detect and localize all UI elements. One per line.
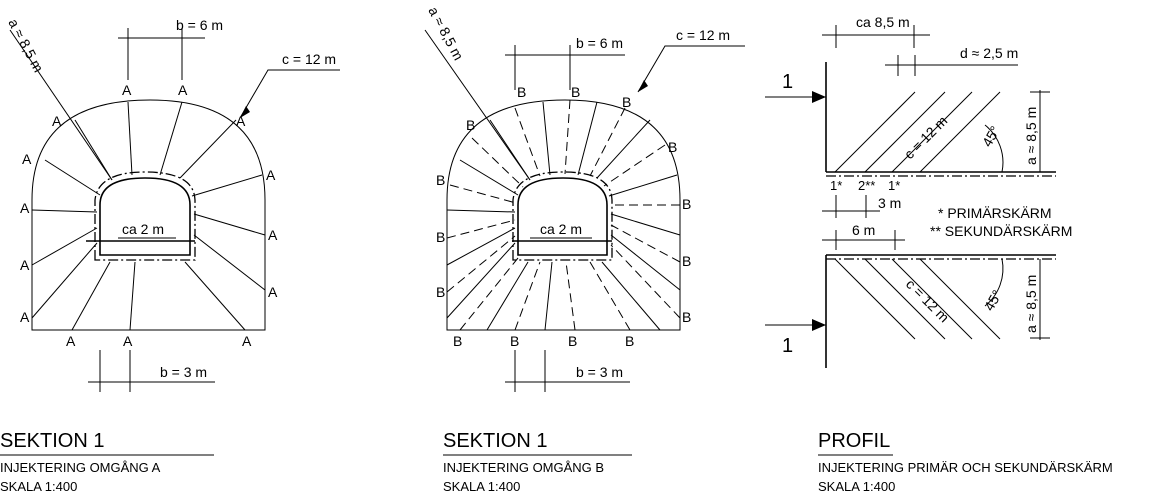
marker: B xyxy=(436,229,445,245)
marker: B xyxy=(466,117,475,133)
section-a-grout-line xyxy=(94,171,196,261)
marker: B xyxy=(682,253,691,269)
profile-title: PROFIL xyxy=(818,430,890,452)
marker: B xyxy=(571,84,580,100)
profile-angle-arc-lower xyxy=(984,258,1004,307)
profile-lower-holes xyxy=(834,258,1001,340)
profile-legend-primary: * PRIMÄRSKÄRM xyxy=(938,205,1052,221)
profile-angle-arc-upper xyxy=(984,124,1004,173)
profile-mark: 1* xyxy=(830,178,842,193)
profile-dim-d: d ≈ 2,5 m xyxy=(960,45,1018,61)
marker: A xyxy=(242,333,252,349)
section-b-dim-c: c = 12 m xyxy=(676,27,730,43)
marker: A xyxy=(20,257,30,273)
marker: A xyxy=(52,113,62,129)
section-a-dim-b-bottom: b = 3 m xyxy=(160,364,207,380)
profile-mark: 1* xyxy=(888,178,900,193)
section-a-boreholes xyxy=(31,101,266,331)
marker: B xyxy=(682,196,691,212)
section-b-markers: B B B B B B B B B B B B B B B xyxy=(436,84,691,349)
section-b-dim-b-bottom: b = 3 m xyxy=(576,364,623,380)
profile-scale: SKALA 1:400 xyxy=(818,479,895,494)
section-a-dim-a: a ≈ 8,5 m xyxy=(5,16,46,75)
section-b-dim-inner: ca 2 m xyxy=(540,221,582,237)
section-a-panel: A A A A A A A A A A A A A A a ≈ 8,5 m b … xyxy=(0,16,340,494)
marker: A xyxy=(266,167,276,183)
profile-angle-lower: 45° xyxy=(981,287,1005,313)
section-a-scale: SKALA 1:400 xyxy=(0,479,77,494)
section-a-dim-c: c = 12 m xyxy=(282,51,336,67)
profile-section-marker-lower: 1 xyxy=(782,335,793,357)
section-a-outer-contour xyxy=(31,99,266,331)
marker: B xyxy=(436,284,445,300)
marker: A xyxy=(22,151,32,167)
section-b-outer-contour xyxy=(446,99,681,331)
marker: A xyxy=(268,227,278,243)
marker: B xyxy=(682,309,691,325)
marker: A xyxy=(123,333,133,349)
marker: A xyxy=(268,284,278,300)
marker: A xyxy=(122,82,132,98)
section-a-title: SEKTION 1 xyxy=(0,430,104,452)
section-a-dim-b-top: b = 6 m xyxy=(176,17,223,33)
marker: A xyxy=(236,113,246,129)
section-a-subtitle: INJEKTERING OMGÅNG A xyxy=(0,460,161,475)
section-b-tunnel-contour xyxy=(517,177,608,256)
marker: B xyxy=(625,333,634,349)
profile-mark: 2** xyxy=(858,178,875,193)
section-b-title: SEKTION 1 xyxy=(443,430,547,452)
section-b-panel: B B B B B B B B B B B B B B B a ≈ 8,5 m … xyxy=(424,4,745,494)
section-b-dim-c-leader xyxy=(637,45,745,93)
section-a-dim-a-leader xyxy=(9,29,113,181)
profile-legend-secondary: ** SEKUNDÄRSKÄRM xyxy=(930,223,1072,239)
marker: B xyxy=(668,139,677,155)
profile-dim-6m: 6 m xyxy=(852,222,875,238)
profile-subtitle: INJEKTERING PRIMÄR OCH SEKUNDÄRSKÄRM xyxy=(818,460,1113,475)
section-b-subtitle: INJEKTERING OMGÅNG B xyxy=(443,460,604,475)
section-a-tunnel-contour xyxy=(99,177,191,256)
profile-panel: 1 1 ca 8,5 m d ≈ 2,5 m c = 12 m c = 12 m… xyxy=(765,14,1113,494)
section-b-dim-a: a ≈ 8,5 m xyxy=(425,4,466,63)
profile-dim-a-lower: a ≈ 8,5 m xyxy=(1023,275,1039,333)
section-b-dim-a-leader xyxy=(424,29,531,181)
section-b-dim-b-top: b = 6 m xyxy=(576,35,623,51)
section-a-dim-inner: ca 2 m xyxy=(122,221,164,237)
profile-dim-top: ca 8,5 m xyxy=(856,14,910,30)
profile-dim-c-upper: c = 12 m xyxy=(901,113,951,163)
profile-dim-c-lower: c = 12 m xyxy=(903,276,953,326)
profile-dim-3m: 3 m xyxy=(878,195,901,211)
marker: B xyxy=(436,172,445,188)
profile-dim-a-upper: a ≈ 8,5 m xyxy=(1023,107,1039,165)
marker: B xyxy=(568,333,577,349)
marker: B xyxy=(453,333,462,349)
marker: B xyxy=(517,84,526,100)
marker: B xyxy=(622,94,631,110)
section-b-scale: SKALA 1:400 xyxy=(443,479,520,494)
profile-section-marker-upper: 1 xyxy=(782,71,793,93)
section-b-secondary-holes xyxy=(446,99,681,331)
section-a-dim-c-leader xyxy=(239,69,340,119)
marker: A xyxy=(178,82,188,98)
marker: A xyxy=(20,200,30,216)
marker: A xyxy=(66,333,76,349)
section-b-grout-line xyxy=(512,171,613,261)
section-b-primary-holes xyxy=(446,101,681,331)
section-a-markers: A A A A A A A A A A A A A A xyxy=(20,82,278,349)
marker: A xyxy=(20,309,30,325)
marker: B xyxy=(510,333,519,349)
profile-upper-holes xyxy=(834,91,1001,173)
